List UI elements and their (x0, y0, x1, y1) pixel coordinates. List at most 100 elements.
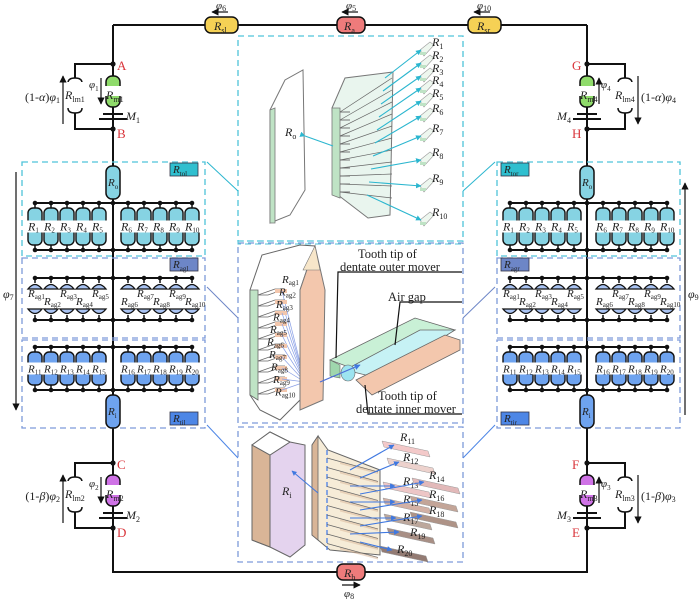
rm-label: Rm3 (579, 487, 598, 503)
tooth-badge (169, 162, 199, 177)
inner-tooth-label: R12 (402, 450, 418, 466)
inner-resistor-label: R20 (659, 364, 674, 377)
inner-tooth-14: R14 (359, 468, 461, 495)
airgap-resistor: Rag5 (90, 275, 109, 323)
node-label-top: C (117, 457, 126, 472)
inner-resistor: R19 (643, 344, 659, 393)
airgap-resistor-label: Rag5 (566, 288, 584, 301)
inner-tooth-11: R11 (349, 430, 431, 471)
airgap-resistor-label: Rag1 (27, 288, 45, 301)
outer-tip-line2: dentate outer mover (340, 260, 441, 274)
inner-tooth-label: R17 (402, 510, 418, 526)
inner-resistor-label: R17 (611, 364, 626, 377)
airgap-resistor-label: Rag4 (550, 296, 568, 309)
outer-tooth-label: R1 (431, 35, 443, 51)
outer-resistor: R6 (595, 200, 611, 253)
inner-resistor: R13 (534, 344, 550, 393)
inner-tooth-label: R19 (409, 525, 425, 541)
node-label-top: A (117, 58, 127, 73)
airgap-resistor: Rag2 (517, 275, 536, 323)
outer-tooth-label: R3 (431, 61, 443, 77)
side-flux-right: φ9 (681, 182, 699, 415)
inner-resistor: R20 (184, 344, 200, 393)
outer-tooth-box (21, 161, 206, 257)
air-gap-label: Air gap (388, 290, 426, 304)
outer-resistor-label: R4 (75, 220, 87, 235)
airgap-badge (169, 257, 199, 272)
inner-badge-label: Rtir (503, 413, 518, 427)
airgap-resistor-label: Rag8 (627, 296, 645, 309)
airgap-resistor-label: Rag7 (136, 288, 154, 301)
inner-resistor: R19 (168, 344, 184, 393)
outer-resistor-label: R9 (643, 220, 655, 235)
airgap-resistor-label: Rag3 (534, 288, 552, 301)
airgap-resistor-label: Rag9 (168, 288, 186, 301)
airgap-resistor-label: Rag4 (75, 296, 93, 309)
node-label-bottom: H (572, 126, 581, 141)
outer-tooth-label: R10 (431, 205, 447, 221)
outer-resistor: R8 (627, 200, 643, 253)
inner-resistor: R14 (550, 344, 566, 393)
outer-resistor: R10 (659, 200, 675, 253)
outer-resistor-label: R6 (120, 220, 132, 235)
inner-resistor: R15 (91, 344, 107, 393)
airgap-resistor-label: Rag8 (152, 296, 170, 309)
inner-resistor-label: R19 (643, 364, 658, 377)
inner-resistor-label: R18 (627, 364, 642, 377)
inner-tip-line2: dentate inner mover (356, 402, 457, 416)
inner-resistor: R17 (136, 344, 152, 393)
ri-label: Ri (107, 406, 117, 420)
resistor-ra: Ra φ5 (336, 0, 366, 35)
inner-tooth-label: R13 (402, 474, 418, 490)
airgap-box (496, 257, 681, 339)
outer-tooth-5: R5 (376, 86, 443, 131)
node-label-bottom: D (117, 525, 126, 540)
airgap-resistor-label: Rag3 (59, 288, 77, 301)
outer-resistor-label: R7 (136, 220, 148, 235)
inner-resistor-label: R14 (75, 364, 90, 377)
flux-phi5: φ5 (346, 0, 356, 13)
airgap-center-label: Rag3 (275, 299, 293, 312)
airgap-resistor: Rag1 (26, 275, 45, 323)
outer-tooth-8: R8 (370, 145, 443, 170)
airgap-center-label: Rag7 (268, 349, 286, 362)
airgap-badge (500, 257, 530, 272)
resistor-rb: Rb φ8 (336, 563, 366, 599)
flux-phi8: φ8 (344, 588, 354, 599)
airgap-resistor: Rag6 (119, 275, 138, 323)
inner-resistor: R14 (75, 344, 91, 393)
outer-tooth-label: R6 (431, 101, 443, 117)
airgap-center-label: Rag1 (281, 274, 299, 287)
inner-resistor-label: R15 (566, 364, 581, 377)
resistor-rsr: Rsr φ10 (467, 0, 502, 35)
inner-resistor: R16 (120, 344, 136, 393)
inner-resistor: R13 (59, 344, 75, 393)
outer-resistor: R1 (502, 200, 518, 253)
flux-label: φ4 (601, 79, 611, 93)
inner-tooth-16: R16 (359, 487, 459, 513)
rlm-label: Rlm2 (64, 487, 85, 503)
inner-resistor-label: R13 (534, 364, 549, 377)
airgap-resistor-label: Rag6 (120, 296, 138, 309)
outer-tooth-4: R4 (378, 73, 443, 118)
airgap-resistor: Rag9 (167, 275, 186, 323)
inner-resistor-label: R16 (120, 364, 135, 377)
airgap-box (21, 257, 206, 339)
outer-resistor: R4 (550, 200, 566, 253)
outer-resistor-label: R5 (91, 220, 103, 235)
airgap-resistor-label: Rag2 (43, 296, 61, 309)
outer-resistor: R7 (136, 200, 152, 253)
outer-tooth-7: R7 (372, 121, 443, 157)
airgap-resistor-label: Rag9 (643, 288, 661, 301)
airgap-resistor-label: Rag2 (518, 296, 536, 309)
tooth-badge (500, 162, 530, 177)
outer-tooth-label: R2 (431, 48, 443, 64)
inner-resistor-label: R20 (184, 364, 199, 377)
svg-text:φ9: φ9 (688, 287, 699, 302)
rm-label: Rm1 (105, 88, 124, 104)
outer-resistor: R5 (566, 200, 582, 253)
ri-resistor (105, 394, 121, 429)
